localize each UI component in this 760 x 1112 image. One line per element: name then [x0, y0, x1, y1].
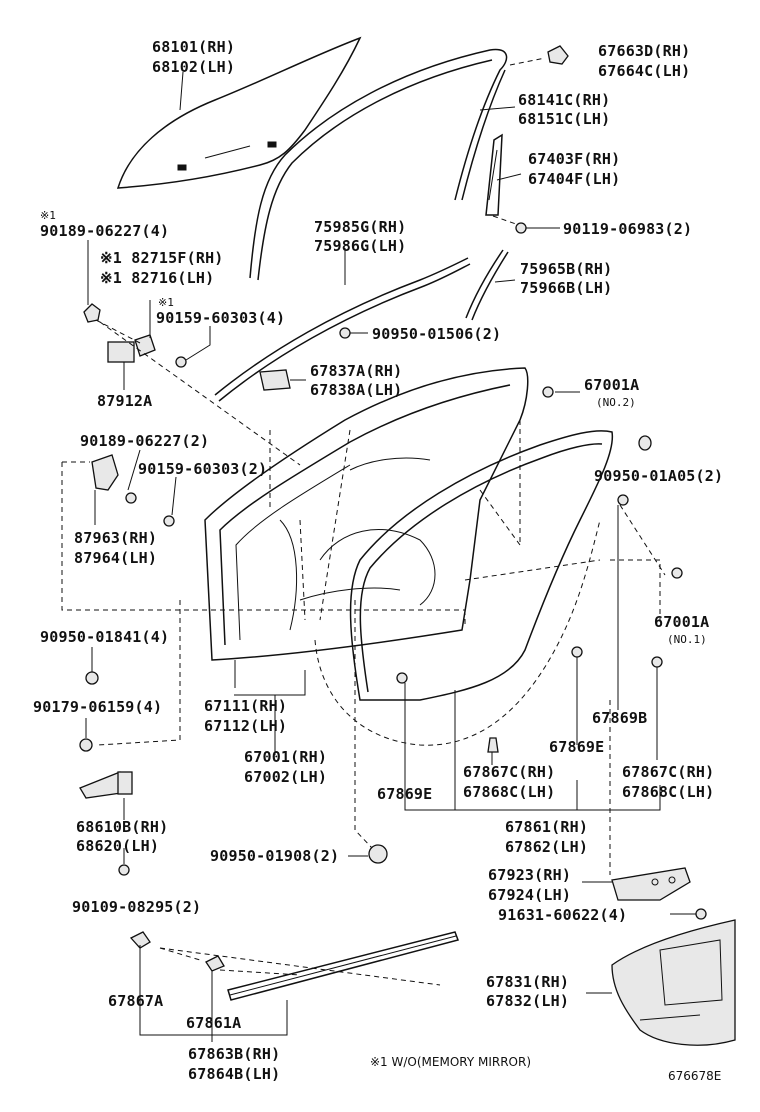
label-mark1-a: ※1 [40, 209, 56, 222]
leader-lines [61, 71, 696, 1042]
label-bracket2-rh: 67923(RH) [488, 866, 571, 884]
label-ws-67869e-b: 67869E [377, 785, 432, 803]
label-bolt-d: 90109-08295(2) [72, 898, 201, 916]
corner-cover-drawing [509, 45, 569, 66]
plug-01506-drawing [339, 327, 351, 339]
label-clip-67001a: 67001A [584, 376, 639, 394]
label-cover-87912a: 87912A [97, 392, 152, 410]
glass-run-drawing [249, 48, 508, 281]
label-pad-lh: 67838A(LH) [310, 381, 402, 399]
door-weatherstrip-drawing [314, 430, 614, 746]
door-check-drawing [79, 771, 133, 799]
label-bolt-c: 90179-06159(4) [33, 698, 162, 716]
footnote: ※1 W/O(MEMORY MIRROR) [370, 1055, 531, 1069]
label-cover-rh: 67663D(RH) [598, 42, 690, 60]
plug-01908-drawing [368, 844, 388, 864]
cover-67831-drawing [611, 919, 736, 1046]
rocker-clips-drawing [129, 931, 225, 972]
label-mould-lh: 67864B(LH) [188, 1065, 280, 1083]
label-ws-lh: 67862(LH) [505, 838, 588, 856]
label-cover2-lh: 87964(LH) [74, 549, 157, 567]
label-check-lh: 68620(LH) [76, 837, 159, 855]
label-door-lh: 67002(LH) [244, 768, 327, 786]
label-bracket-lh: ※1 82716(LH) [100, 269, 214, 287]
inner-belt-moulding-drawing [465, 249, 509, 321]
label-plug-b: 90950-01A05(2) [594, 467, 723, 485]
label-belt-in-rh: 75965B(RH) [520, 260, 612, 278]
label-frame-lh: 67404F(LH) [528, 170, 620, 188]
label-clip-rh: 67867C(RH) [463, 763, 555, 781]
label-plug-a: 90950-01506(2) [372, 325, 501, 343]
label-clip-no2: (NO.2) [596, 396, 636, 409]
clip-no2-drawing [542, 386, 554, 398]
label-belt-out-rh: 75985G(RH) [314, 218, 406, 236]
bolt-90109-drawing [118, 864, 130, 876]
label-screw-a: 90119-06983(2) [563, 220, 692, 238]
screw-90119-drawing [492, 215, 527, 234]
label-clip2-lh: 67868C(LH) [622, 783, 714, 801]
diagram-id: 676678E [668, 1069, 721, 1083]
label-bracket-rh: ※1 82715F(RH) [100, 249, 224, 267]
label-mould-rh: 67863B(RH) [188, 1045, 280, 1063]
label-cover3-lh: 67832(LH) [486, 992, 569, 1010]
label-run-rh: 68141C(RH) [518, 91, 610, 109]
door-glass-drawing [116, 36, 362, 189]
label-clip-67001a-b: 67001A [654, 613, 709, 631]
bolt-90179-drawing [79, 738, 93, 752]
plug-01a05-drawing [617, 435, 652, 506]
label-cover-lh: 67664C(LH) [598, 62, 690, 80]
label-panel-lh: 67112(LH) [204, 717, 287, 735]
door-shell-drawing [204, 367, 529, 661]
label-run-lh: 68151C(LH) [518, 110, 610, 128]
weatherstrip-clips-drawing [396, 567, 683, 753]
label-frame-rh: 67403F(RH) [528, 150, 620, 168]
plug-01841-drawing [85, 671, 99, 685]
pad-67837a-drawing [259, 369, 291, 391]
label-bolt-b: 90189-06227(2) [80, 432, 209, 450]
label-clip-lh: 67868C(LH) [463, 783, 555, 801]
label-belt-out-lh: 75986G(LH) [314, 237, 406, 255]
label-plug-d: 90950-01908(2) [210, 847, 339, 865]
label-ws-rh: 67861(RH) [505, 818, 588, 836]
label-clip-67867a: 67867A [108, 992, 163, 1010]
label-bracket2-lh: 67924(LH) [488, 886, 571, 904]
label-bolt-a: 90189-06227(4) [40, 222, 169, 240]
label-clip2-rh: 67867C(RH) [622, 763, 714, 781]
bracket-67923-drawing [611, 867, 707, 920]
label-check-rh: 68610B(RH) [76, 818, 168, 836]
label-cover3-rh: 67831(RH) [486, 973, 569, 991]
label-ws-67869b: 67869B [592, 709, 647, 727]
label-ws-67861a: 67861A [186, 1014, 241, 1032]
rocker-moulding-drawing [159, 931, 459, 1001]
label-screw-d: 91631-60622(4) [498, 906, 627, 924]
label-screw-c: 90159-60303(2) [138, 460, 267, 478]
label-mark1-b: ※1 [158, 296, 174, 309]
label-glass-rh: 68101(RH) [152, 38, 235, 56]
label-ws-67869e-a: 67869E [549, 738, 604, 756]
label-belt-in-lh: 75966B(LH) [520, 279, 612, 297]
label-door-rh: 67001(RH) [244, 748, 327, 766]
bracket-82715f-drawing [83, 303, 187, 368]
label-panel-rh: 67111(RH) [204, 697, 287, 715]
rear-frame-drawing [485, 133, 503, 216]
label-screw-b: 90159-60303(4) [156, 309, 285, 327]
label-cover2-rh: 87963(RH) [74, 529, 157, 547]
label-plug-c: 90950-01841(4) [40, 628, 169, 646]
outer-belt-moulding-drawing [214, 257, 471, 402]
cover-87963-drawing [91, 454, 175, 527]
label-clip-no1: (NO.1) [667, 633, 707, 646]
label-glass-lh: 68102(LH) [152, 58, 235, 76]
label-pad-rh: 67837A(RH) [310, 362, 402, 380]
